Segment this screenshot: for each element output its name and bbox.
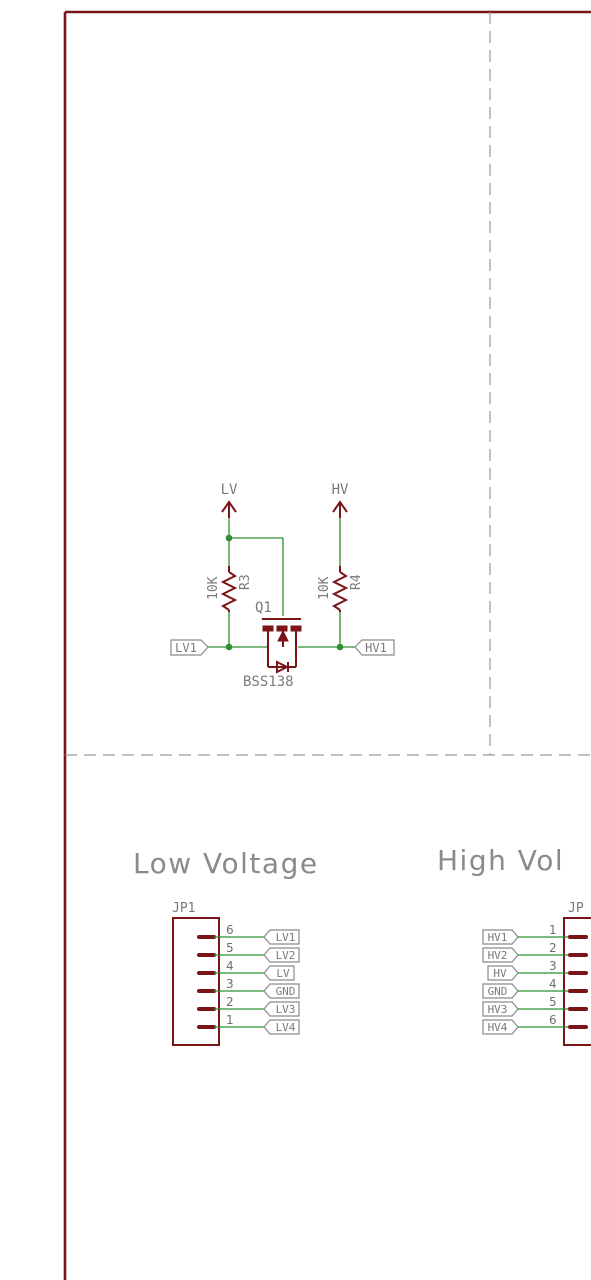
hv-supply-label: HV (332, 482, 349, 498)
svg-text:HV1: HV1 (365, 641, 387, 655)
pin-number: 1 (226, 1013, 234, 1027)
pin-number: 4 (226, 959, 234, 973)
net-label-text: LV1 (276, 931, 296, 944)
q1-name-label: Q1 (255, 600, 272, 616)
jp2-pin-row: HV1 1 (482, 923, 588, 945)
svg-text:LV1: LV1 (175, 641, 197, 655)
net-label-box (482, 983, 519, 999)
pin-number: 4 (549, 977, 557, 991)
pin-number: 3 (549, 959, 557, 973)
r4-value-label: 10K (317, 576, 332, 600)
sheet-frame (63, 10, 591, 1280)
pin-number: 6 (226, 923, 234, 937)
level-shifter-circuit: LV HV 10K R3 (170, 482, 395, 690)
high-voltage-heading: High Vol (437, 844, 564, 877)
zone-dividers (65, 12, 591, 756)
r3-name-label: R3 (238, 574, 253, 590)
jp2-pin-row: HV4 6 (482, 1013, 588, 1035)
net-label-text: HV3 (488, 1003, 508, 1016)
jp2-pin-row: HV2 2 (482, 941, 588, 963)
jp2-pin-row: GND 4 (482, 977, 588, 999)
net-label-text: HV2 (488, 949, 508, 962)
net-label-box (482, 929, 519, 945)
net-label-lv1: LV1 (170, 639, 209, 656)
pin-number: 2 (226, 995, 234, 1009)
low-voltage-heading: Low Voltage (133, 847, 319, 880)
r3-value-label: 10K (206, 576, 221, 600)
net-label-box (482, 1001, 519, 1017)
net-label-text: HV4 (488, 1021, 508, 1034)
net-label-box (263, 947, 300, 963)
net-label-text: LV3 (276, 1003, 296, 1016)
net-label-text: LV (276, 967, 290, 980)
pin-number: 5 (226, 941, 234, 955)
net-label-text: LV2 (276, 949, 296, 962)
net-label-box (482, 1019, 519, 1035)
hv-supply-symbol: HV (332, 482, 349, 518)
pin-number: 6 (549, 1013, 557, 1027)
jp1-pin-row: 4LV (197, 959, 295, 981)
q1-value-label: BSS138 (243, 674, 294, 690)
net-label-box (487, 965, 519, 981)
net-label-box (482, 947, 519, 963)
pin-number: 5 (549, 995, 557, 1009)
jp2-label: JP (568, 901, 584, 916)
net-label-text: HV (493, 967, 507, 980)
net-label-box (263, 965, 295, 981)
resistor-r4: 10K R4 (317, 566, 364, 612)
net-label-text: GND (276, 985, 296, 998)
jp1-label: JP1 (172, 901, 195, 916)
resistor-r3: 10K R3 (206, 566, 253, 612)
circuit-wires (208, 518, 355, 648)
junction-dot (225, 534, 233, 542)
junction-dot (225, 643, 233, 651)
pin-number: 2 (549, 941, 557, 955)
lv-supply-label: LV (221, 482, 238, 498)
jp2-body (563, 917, 591, 1046)
net-label-text: LV4 (276, 1021, 296, 1034)
junction-dot (336, 643, 344, 651)
jp2-pin-row: HV3 5 (482, 995, 588, 1017)
jp1-body (172, 917, 220, 1046)
jp2-pin-row: HV 3 (487, 959, 588, 981)
pin-number: 3 (226, 977, 234, 991)
net-label-box (263, 1019, 300, 1035)
net-label-box (263, 929, 300, 945)
lv-supply-symbol: LV (221, 482, 238, 518)
pin-number: 1 (549, 923, 557, 937)
r4-name-label: R4 (349, 574, 364, 590)
net-label-hv1: HV1 (354, 639, 395, 656)
mosfet-q1: Q1 BSS138 (243, 600, 302, 690)
net-label-box (263, 983, 300, 999)
net-label-box (263, 1001, 300, 1017)
net-label-text: GND (488, 985, 508, 998)
net-label-text: HV1 (488, 931, 508, 944)
